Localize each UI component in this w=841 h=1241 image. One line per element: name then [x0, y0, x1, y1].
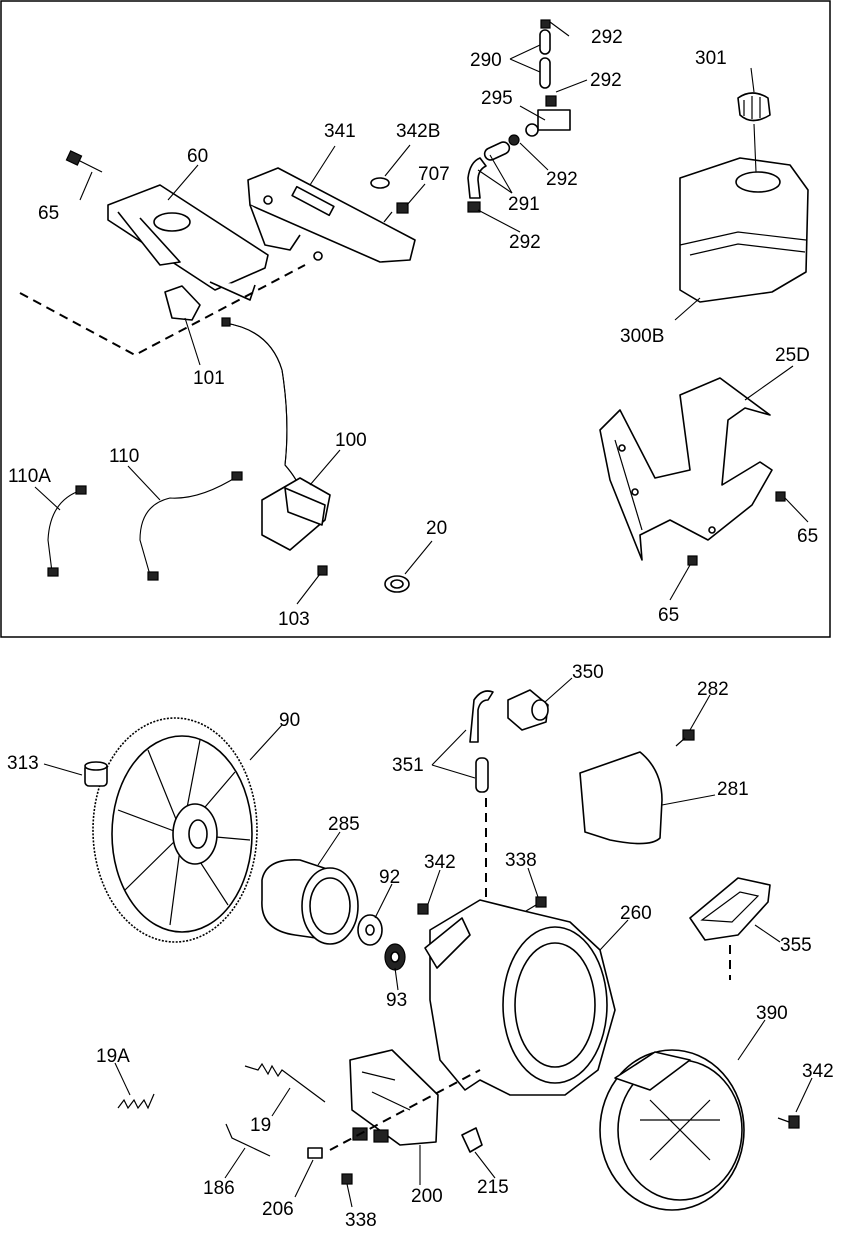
callout-355: 355: [780, 935, 812, 956]
callout-338-b: 338: [345, 1210, 377, 1231]
callout-338-a: 338: [505, 850, 537, 871]
governor-link-19: [244, 1062, 326, 1103]
callout-65-b: 65: [797, 526, 818, 547]
callout-65-c: 65: [658, 605, 679, 626]
callout-206: 206: [262, 1199, 294, 1220]
callout-291: 291: [508, 194, 540, 215]
callout-90: 90: [279, 710, 300, 731]
washer-92: [357, 914, 383, 946]
callout-342-a: 342: [424, 852, 456, 873]
bottom-callout-leaders: [43, 677, 813, 1208]
callout-707: 707: [418, 164, 450, 185]
control-bracket-200: [349, 1049, 439, 1146]
callout-215: 215: [477, 1177, 509, 1198]
clip-206: [307, 1147, 323, 1159]
callout-292-a: 292: [591, 27, 623, 48]
callout-101: 101: [193, 368, 225, 389]
top-callout-leaders: [34, 21, 809, 605]
callout-282: 282: [697, 679, 729, 700]
callout-292-b: 292: [590, 70, 622, 91]
nut-20: [384, 575, 410, 593]
callout-19a: 19A: [96, 1046, 130, 1067]
callout-20: 20: [426, 518, 447, 539]
clip-215: [461, 1127, 483, 1153]
bottom-callout-labels: 350 282 90 313 351 281 285 342 338 92 26…: [7, 662, 834, 1231]
screw-338-lower: [341, 1173, 353, 1185]
callout-390: 390: [756, 1003, 788, 1024]
alignment-line-bracket: [329, 1069, 481, 1151]
callout-342b: 342B: [396, 121, 440, 142]
blower-housing-260: [424, 899, 616, 1096]
callout-100: 100: [335, 430, 367, 451]
air-baffle-25d: [599, 377, 773, 561]
callout-350: 350: [572, 662, 604, 683]
fuel-line-assembly: [467, 19, 571, 213]
callout-260: 260: [620, 903, 652, 924]
rotating-screen-285: [261, 859, 359, 945]
nut-93: [384, 943, 406, 971]
callout-186: 186: [203, 1178, 235, 1199]
ground-wire-110a: [47, 485, 87, 577]
callout-25d: 25D: [775, 345, 810, 366]
callout-290: 290: [470, 50, 502, 71]
fuel-cap-301: [737, 92, 771, 122]
callout-313: 313: [7, 753, 39, 774]
callout-301: 301: [695, 48, 727, 69]
bushing-313: [84, 761, 108, 787]
callout-200: 200: [411, 1186, 443, 1207]
screw-707: [383, 202, 409, 223]
callout-93: 93: [386, 990, 407, 1011]
callout-342-b: 342: [802, 1061, 834, 1082]
callout-19: 19: [250, 1115, 271, 1136]
callout-92: 92: [379, 867, 400, 888]
plate-341: [247, 167, 416, 263]
callout-103: 103: [278, 609, 310, 630]
starter-handle-355: [689, 877, 771, 941]
alignment-line-top: [19, 264, 306, 357]
callout-281: 281: [717, 779, 749, 800]
callout-285: 285: [328, 814, 360, 835]
callout-292-d: 292: [509, 232, 541, 253]
ignition-coil-100: [221, 317, 331, 551]
callout-292-c: 292: [546, 169, 578, 190]
link-rod-186: [225, 1123, 271, 1157]
top-callout-labels: 292 290 292 295 301 342B 341 60 707 292 …: [8, 27, 818, 630]
breather-350: [507, 689, 549, 731]
callout-110a: 110A: [8, 466, 51, 487]
stop-wire-110: [139, 471, 243, 581]
screw-282: [675, 729, 695, 747]
bracket-60: [107, 184, 269, 301]
top-panel-frame: [0, 0, 831, 638]
clip-101: [164, 285, 201, 321]
screw-342-right: [777, 1115, 800, 1129]
screw-65-bottom: [687, 555, 698, 566]
callout-60: 60: [187, 146, 208, 167]
callout-65-a: 65: [38, 203, 59, 224]
o-ring-342b: [370, 177, 390, 189]
screw-103: [317, 565, 328, 576]
screw-342-center: [417, 903, 429, 915]
callout-110: 110: [109, 446, 139, 467]
callout-295: 295: [481, 88, 513, 109]
callout-341: 341: [324, 121, 356, 142]
callout-300b: 300B: [620, 326, 664, 347]
breather-hose-351: [469, 690, 494, 793]
fuel-tank-300b: [679, 123, 809, 303]
screw-338-upper: [525, 896, 547, 912]
callout-351: 351: [392, 755, 424, 776]
spring-19a: [117, 1093, 155, 1110]
cover-281: [579, 751, 663, 845]
recoil-starter-390: [599, 1049, 745, 1211]
screw-65-right: [775, 491, 786, 502]
screw-65-top: [65, 150, 103, 173]
flywheel-90: [92, 717, 258, 943]
